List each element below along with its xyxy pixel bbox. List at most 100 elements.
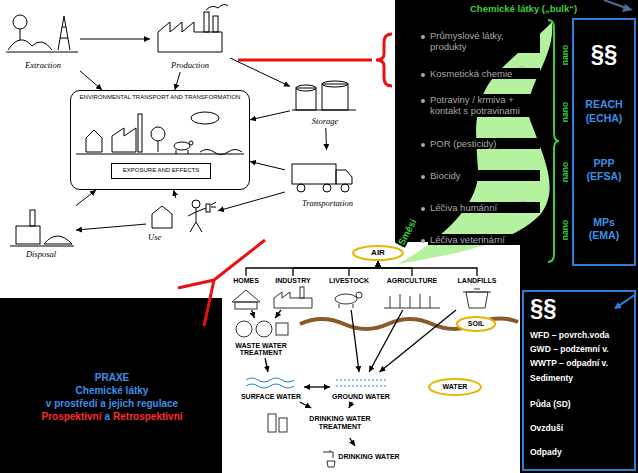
flow-arrow <box>304 386 330 387</box>
practice-note: a <box>105 411 111 422</box>
mixture-band <box>398 22 552 264</box>
practice-note: Retrospektivní <box>113 411 182 422</box>
pointer-arrow <box>622 4 633 12</box>
node-text: Disposal <box>26 250 56 260</box>
environment-illustration <box>274 292 312 308</box>
lifecycle-illustration <box>323 184 331 192</box>
lifecycle-illustration <box>20 29 21 40</box>
bullet <box>421 73 425 77</box>
environment-illustration <box>300 287 304 298</box>
practice-note: Prospektivní <box>41 411 101 422</box>
lifecycle-illustration <box>341 184 349 192</box>
lifecycle-stage: Extraction <box>6 6 80 72</box>
flow-arrow <box>325 128 327 150</box>
red-bracket <box>238 59 372 62</box>
environment-illustration <box>246 378 294 388</box>
flow-arrow <box>80 39 150 40</box>
environment-panel <box>222 242 520 473</box>
category-item: Léčiva humánní <box>428 202 540 213</box>
green-brace <box>548 20 559 262</box>
compartment-ellipse: AIR <box>352 245 404 261</box>
flow-arrow <box>349 261 378 276</box>
node-text: Production <box>171 61 209 71</box>
bullet <box>421 35 425 39</box>
lifecycle-illustration <box>297 184 305 192</box>
effects-box: EXPOSURE AND EFFECTS <box>111 163 211 179</box>
compartment-ellipse: SOIL <box>456 316 496 332</box>
lifecycle-illustration <box>158 22 222 52</box>
lifecycle-illustration <box>8 40 52 50</box>
nano-tag: nano <box>561 219 570 241</box>
node-text: Ovzduší <box>530 423 563 433</box>
lifecycle-illustration <box>13 15 27 29</box>
lifecycle-illustration <box>44 236 72 244</box>
node-text: LIVESTOCK <box>329 277 369 285</box>
node-text: WFD – povrch.voda <box>530 330 609 340</box>
node-text: Sedimenty <box>530 373 573 383</box>
regulation-box: §§WFD – povrch.vodaGWD – podzemní v.WWTP… <box>522 290 636 471</box>
flow-arrow <box>350 438 355 446</box>
node-text: Use <box>148 233 161 243</box>
lifecycle-illustration <box>192 200 200 208</box>
flow-arrow <box>250 111 290 120</box>
flow-arrow <box>230 58 290 86</box>
flow-arrow <box>275 310 281 318</box>
lifecycle-illustration <box>174 142 190 150</box>
environment-illustration <box>236 321 252 337</box>
pointer-arrow <box>614 302 622 309</box>
environment-illustration <box>276 323 288 335</box>
flow-arrow <box>369 310 403 372</box>
source-icon: INDUSTRY <box>270 276 316 310</box>
flow-arrow <box>349 402 353 408</box>
category-item: Léčiva veterinární <box>428 234 540 245</box>
practice-note: v prostředí a jejich regulace <box>46 398 178 409</box>
lifecycle-illustration <box>176 150 188 154</box>
node-text: §§ <box>591 42 618 66</box>
environment-illustration <box>323 450 333 458</box>
lifecycle-illustration <box>86 130 102 152</box>
node-text: WWTP – odpadní v. <box>530 358 608 368</box>
lifecycle-illustration <box>292 110 356 111</box>
mixture-band <box>398 22 552 264</box>
node-text: EXPOSURE AND EFFECTS <box>123 167 199 174</box>
node-text: Storage <box>312 117 338 127</box>
flow-arrow <box>80 71 102 90</box>
red-bracket <box>178 34 392 326</box>
environment-illustration <box>336 380 386 386</box>
lifecycle-illustration <box>336 170 352 184</box>
lifecycle-illustration <box>76 154 244 155</box>
environment-illustration <box>327 461 335 467</box>
environment-illustration <box>339 304 353 308</box>
lifecycle-illustration <box>322 81 348 87</box>
lifecycle-illustration <box>296 85 316 91</box>
ellipse-outline <box>457 317 495 331</box>
lifecycle-illustration <box>191 112 219 124</box>
flow-arrow <box>252 310 255 318</box>
node-text: AIR <box>371 249 385 258</box>
node-text: REACH (ECHA) <box>577 98 631 124</box>
node-text: INDUSTRY <box>275 277 311 285</box>
node-text: Transportation <box>302 199 353 209</box>
bullet <box>421 239 425 243</box>
node-text: §§ <box>530 296 557 320</box>
lifecycle-stage: Transportation <box>285 150 370 210</box>
environment-illustration <box>256 321 272 337</box>
lifecycle-illustration <box>188 208 206 232</box>
node-text: SURFACE WATER <box>241 393 301 401</box>
lifecycle-illustration <box>138 114 142 152</box>
lifecycle-illustration <box>158 141 159 152</box>
category-item: Potraviny / krmiva + kontakt s potravina… <box>428 94 540 117</box>
treatment-plant: DRINKING WATER TREATMENT <box>290 408 390 438</box>
lifecycle-illustration <box>322 84 348 110</box>
lifecycle-illustration <box>204 12 209 32</box>
node-text: WASTE WATER TREATMENT <box>229 342 293 357</box>
node-text: WATER <box>443 383 468 391</box>
environment-illustration <box>463 289 491 308</box>
treatment-plant: WASTE WATER TREATMENT <box>228 318 294 358</box>
category-item: Průmyslové látky, produkty <box>428 30 540 53</box>
node-text: HOMES <box>233 277 259 285</box>
compartment-ellipse: WATER <box>428 378 482 396</box>
flow-arrow <box>380 310 457 372</box>
water-body: GROUND WATER <box>330 372 392 402</box>
node-text: LANDFILLS <box>458 277 497 285</box>
